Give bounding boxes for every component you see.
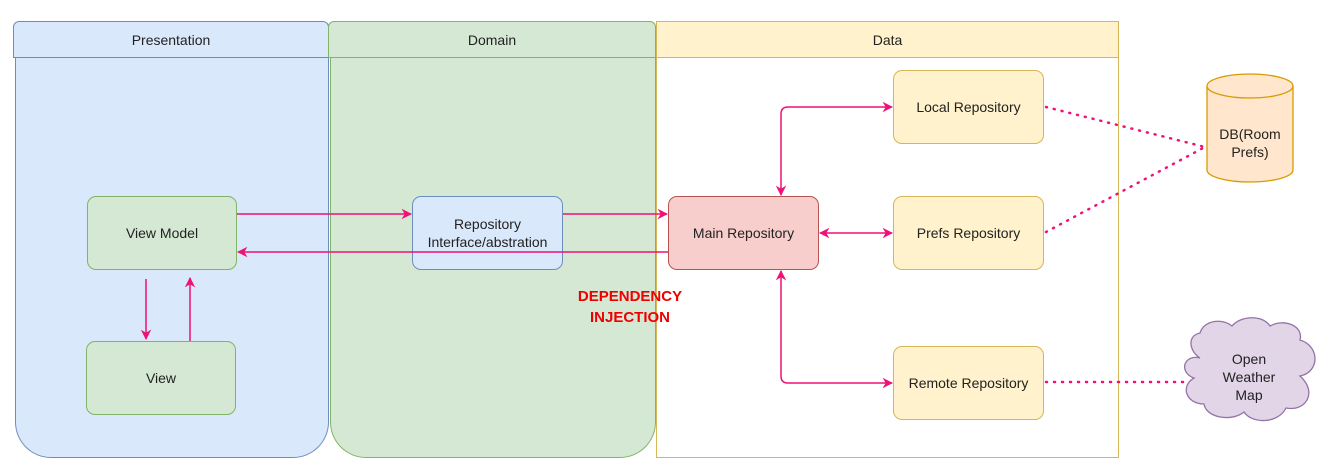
dependency-injection-label: DEPENDENCY INJECTION (555, 286, 705, 328)
database-label-line2: Prefs) (1231, 144, 1268, 160)
local-repository-node[interactable]: Local Repository (893, 70, 1044, 144)
cloud-icon (1184, 317, 1316, 422)
repository-interface-label-line2: Interface/abstration (427, 234, 548, 250)
cloud-label-line3: Map (1235, 387, 1262, 403)
data-lane-header: Data (656, 21, 1119, 58)
view-model-node[interactable]: View Model (87, 196, 237, 270)
dependency-injection-line1: DEPENDENCY (577, 288, 683, 305)
repository-interface-label-line1: Repository (454, 216, 521, 232)
dotted-local-to-db (1044, 105, 1207, 149)
arrow-main-remote (775, 269, 894, 389)
cloud-label-line1: Open (1232, 351, 1266, 367)
domain-lane-header: Domain (328, 21, 656, 58)
view-node[interactable]: View (86, 341, 236, 415)
presentation-lane-header: Presentation (13, 21, 329, 58)
arrow-main-local (775, 101, 894, 197)
remote-repository-node[interactable]: Remote Repository (893, 346, 1044, 420)
dotted-prefs-to-db (1044, 145, 1207, 234)
dependency-injection-line2: INJECTION (589, 309, 670, 326)
database-cylinder-icon (1206, 73, 1294, 183)
prefs-repository-node[interactable]: Prefs Repository (893, 196, 1044, 270)
main-repository-node[interactable]: Main Repository (668, 196, 819, 270)
database-label-line1: DB(Room (1219, 126, 1280, 142)
repository-interface-node[interactable]: Repository Interface/abstration (412, 196, 563, 270)
cloud-label-line2: Weather (1223, 369, 1276, 385)
